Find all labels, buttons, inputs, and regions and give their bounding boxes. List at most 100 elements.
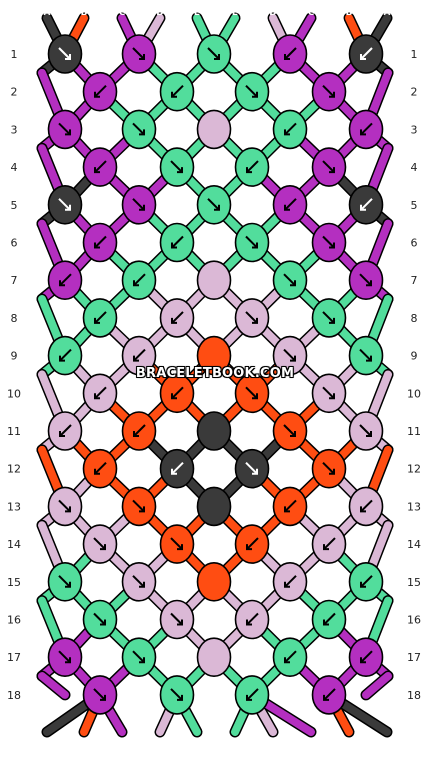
knot bbox=[311, 147, 347, 187]
arrow-head bbox=[100, 694, 106, 701]
knot-arrow-icon bbox=[170, 688, 183, 701]
strand-label-top: B bbox=[346, 8, 353, 18]
arrow-head bbox=[94, 468, 100, 475]
arrow-head bbox=[366, 280, 372, 287]
row-label-right: 16 bbox=[407, 614, 421, 627]
strand-label-bottom: E bbox=[232, 739, 238, 749]
arrow-head bbox=[139, 581, 145, 588]
knot bbox=[47, 109, 83, 150]
knot-arrow-icon bbox=[322, 84, 335, 98]
knot bbox=[47, 411, 83, 451]
knot bbox=[196, 411, 232, 451]
arrow-head bbox=[139, 657, 145, 664]
arrow-head bbox=[171, 393, 177, 400]
knot bbox=[159, 373, 195, 414]
knot bbox=[348, 561, 384, 602]
arrow-head bbox=[65, 506, 71, 513]
row-label-left: 14 bbox=[7, 538, 21, 551]
knot bbox=[272, 335, 308, 376]
knot bbox=[234, 373, 270, 414]
knot-arrow-icon bbox=[93, 688, 106, 701]
arrow-head bbox=[65, 657, 71, 664]
arrow-head bbox=[133, 431, 139, 437]
knot-arrow-icon bbox=[58, 499, 71, 513]
knot-body bbox=[196, 335, 232, 376]
knot-arrow-icon bbox=[322, 461, 335, 475]
arrow-head bbox=[246, 167, 252, 174]
knot bbox=[311, 448, 347, 489]
knot bbox=[82, 448, 118, 489]
knot-arrow-icon bbox=[132, 575, 145, 588]
knot-arrow-icon bbox=[245, 461, 258, 475]
knot bbox=[196, 185, 232, 225]
row-label-left: 9 bbox=[11, 350, 18, 363]
knot bbox=[311, 675, 347, 715]
strand-label-bottom: B bbox=[346, 739, 353, 749]
knot bbox=[311, 599, 347, 640]
knot bbox=[348, 109, 384, 150]
knot-arrow-icon bbox=[245, 84, 258, 98]
knot bbox=[47, 561, 83, 602]
knot bbox=[159, 675, 195, 715]
knot bbox=[47, 486, 83, 527]
knot-arrow-icon bbox=[322, 160, 335, 173]
strand bbox=[38, 672, 69, 699]
knot-arrow-icon bbox=[133, 424, 146, 437]
row-label-left: 13 bbox=[7, 500, 21, 513]
knot-arrow-icon bbox=[283, 273, 296, 286]
knot bbox=[272, 109, 308, 150]
arrow-head bbox=[360, 129, 366, 136]
arrow-head bbox=[323, 544, 329, 551]
knot bbox=[348, 637, 384, 678]
knot-arrow-icon bbox=[322, 311, 335, 324]
knot-arrow-icon bbox=[360, 499, 373, 513]
arrow-head bbox=[252, 317, 258, 324]
knot-arrow-icon bbox=[59, 424, 72, 437]
row-label-left: 4 bbox=[11, 161, 18, 174]
knot bbox=[311, 222, 347, 263]
arrow-head bbox=[252, 242, 258, 249]
knot bbox=[348, 335, 384, 376]
row-label-left: 12 bbox=[7, 463, 21, 476]
knot bbox=[272, 185, 308, 225]
knot-arrow-icon bbox=[170, 612, 183, 626]
knot bbox=[196, 637, 232, 678]
arrow-head bbox=[360, 657, 366, 664]
knot-arrow-icon bbox=[207, 198, 220, 211]
knot-arrow-icon bbox=[132, 122, 145, 136]
knot bbox=[196, 260, 232, 301]
arrow-head bbox=[290, 355, 296, 362]
row-label-left: 11 bbox=[7, 425, 21, 438]
knot-arrow-icon bbox=[323, 688, 336, 701]
row-label-left: 7 bbox=[11, 274, 18, 287]
strand-label-bottom: C bbox=[119, 739, 126, 749]
knot-arrow-icon bbox=[58, 650, 71, 663]
row-label-right: 5 bbox=[411, 199, 418, 212]
strand-label-top: C bbox=[119, 8, 126, 18]
strand-label-top: D bbox=[156, 8, 163, 18]
knot bbox=[196, 486, 232, 527]
knot-arrow-icon bbox=[284, 122, 297, 136]
strand-label-top: A bbox=[384, 8, 391, 18]
row-label-left: 16 bbox=[7, 614, 21, 627]
strand-label-top: B bbox=[81, 8, 88, 18]
arrow-head bbox=[284, 657, 290, 664]
knot-arrow-icon bbox=[245, 235, 258, 249]
arrow-head bbox=[329, 91, 335, 98]
knot-arrow-icon bbox=[359, 424, 372, 437]
knot-body bbox=[196, 637, 232, 678]
row-label-right: 12 bbox=[407, 463, 421, 476]
arrow-head bbox=[284, 54, 290, 60]
row-label-left: 17 bbox=[7, 651, 21, 664]
strand-label-bottom: A bbox=[384, 739, 391, 749]
knot-arrow-icon bbox=[284, 575, 297, 588]
knot bbox=[82, 524, 118, 564]
row-label-right: 10 bbox=[407, 387, 421, 400]
knot bbox=[234, 599, 270, 640]
knot-arrow-icon bbox=[132, 198, 145, 211]
arrow-head bbox=[323, 619, 329, 626]
knot-arrow-icon bbox=[58, 47, 71, 60]
arrow-head bbox=[100, 619, 106, 626]
